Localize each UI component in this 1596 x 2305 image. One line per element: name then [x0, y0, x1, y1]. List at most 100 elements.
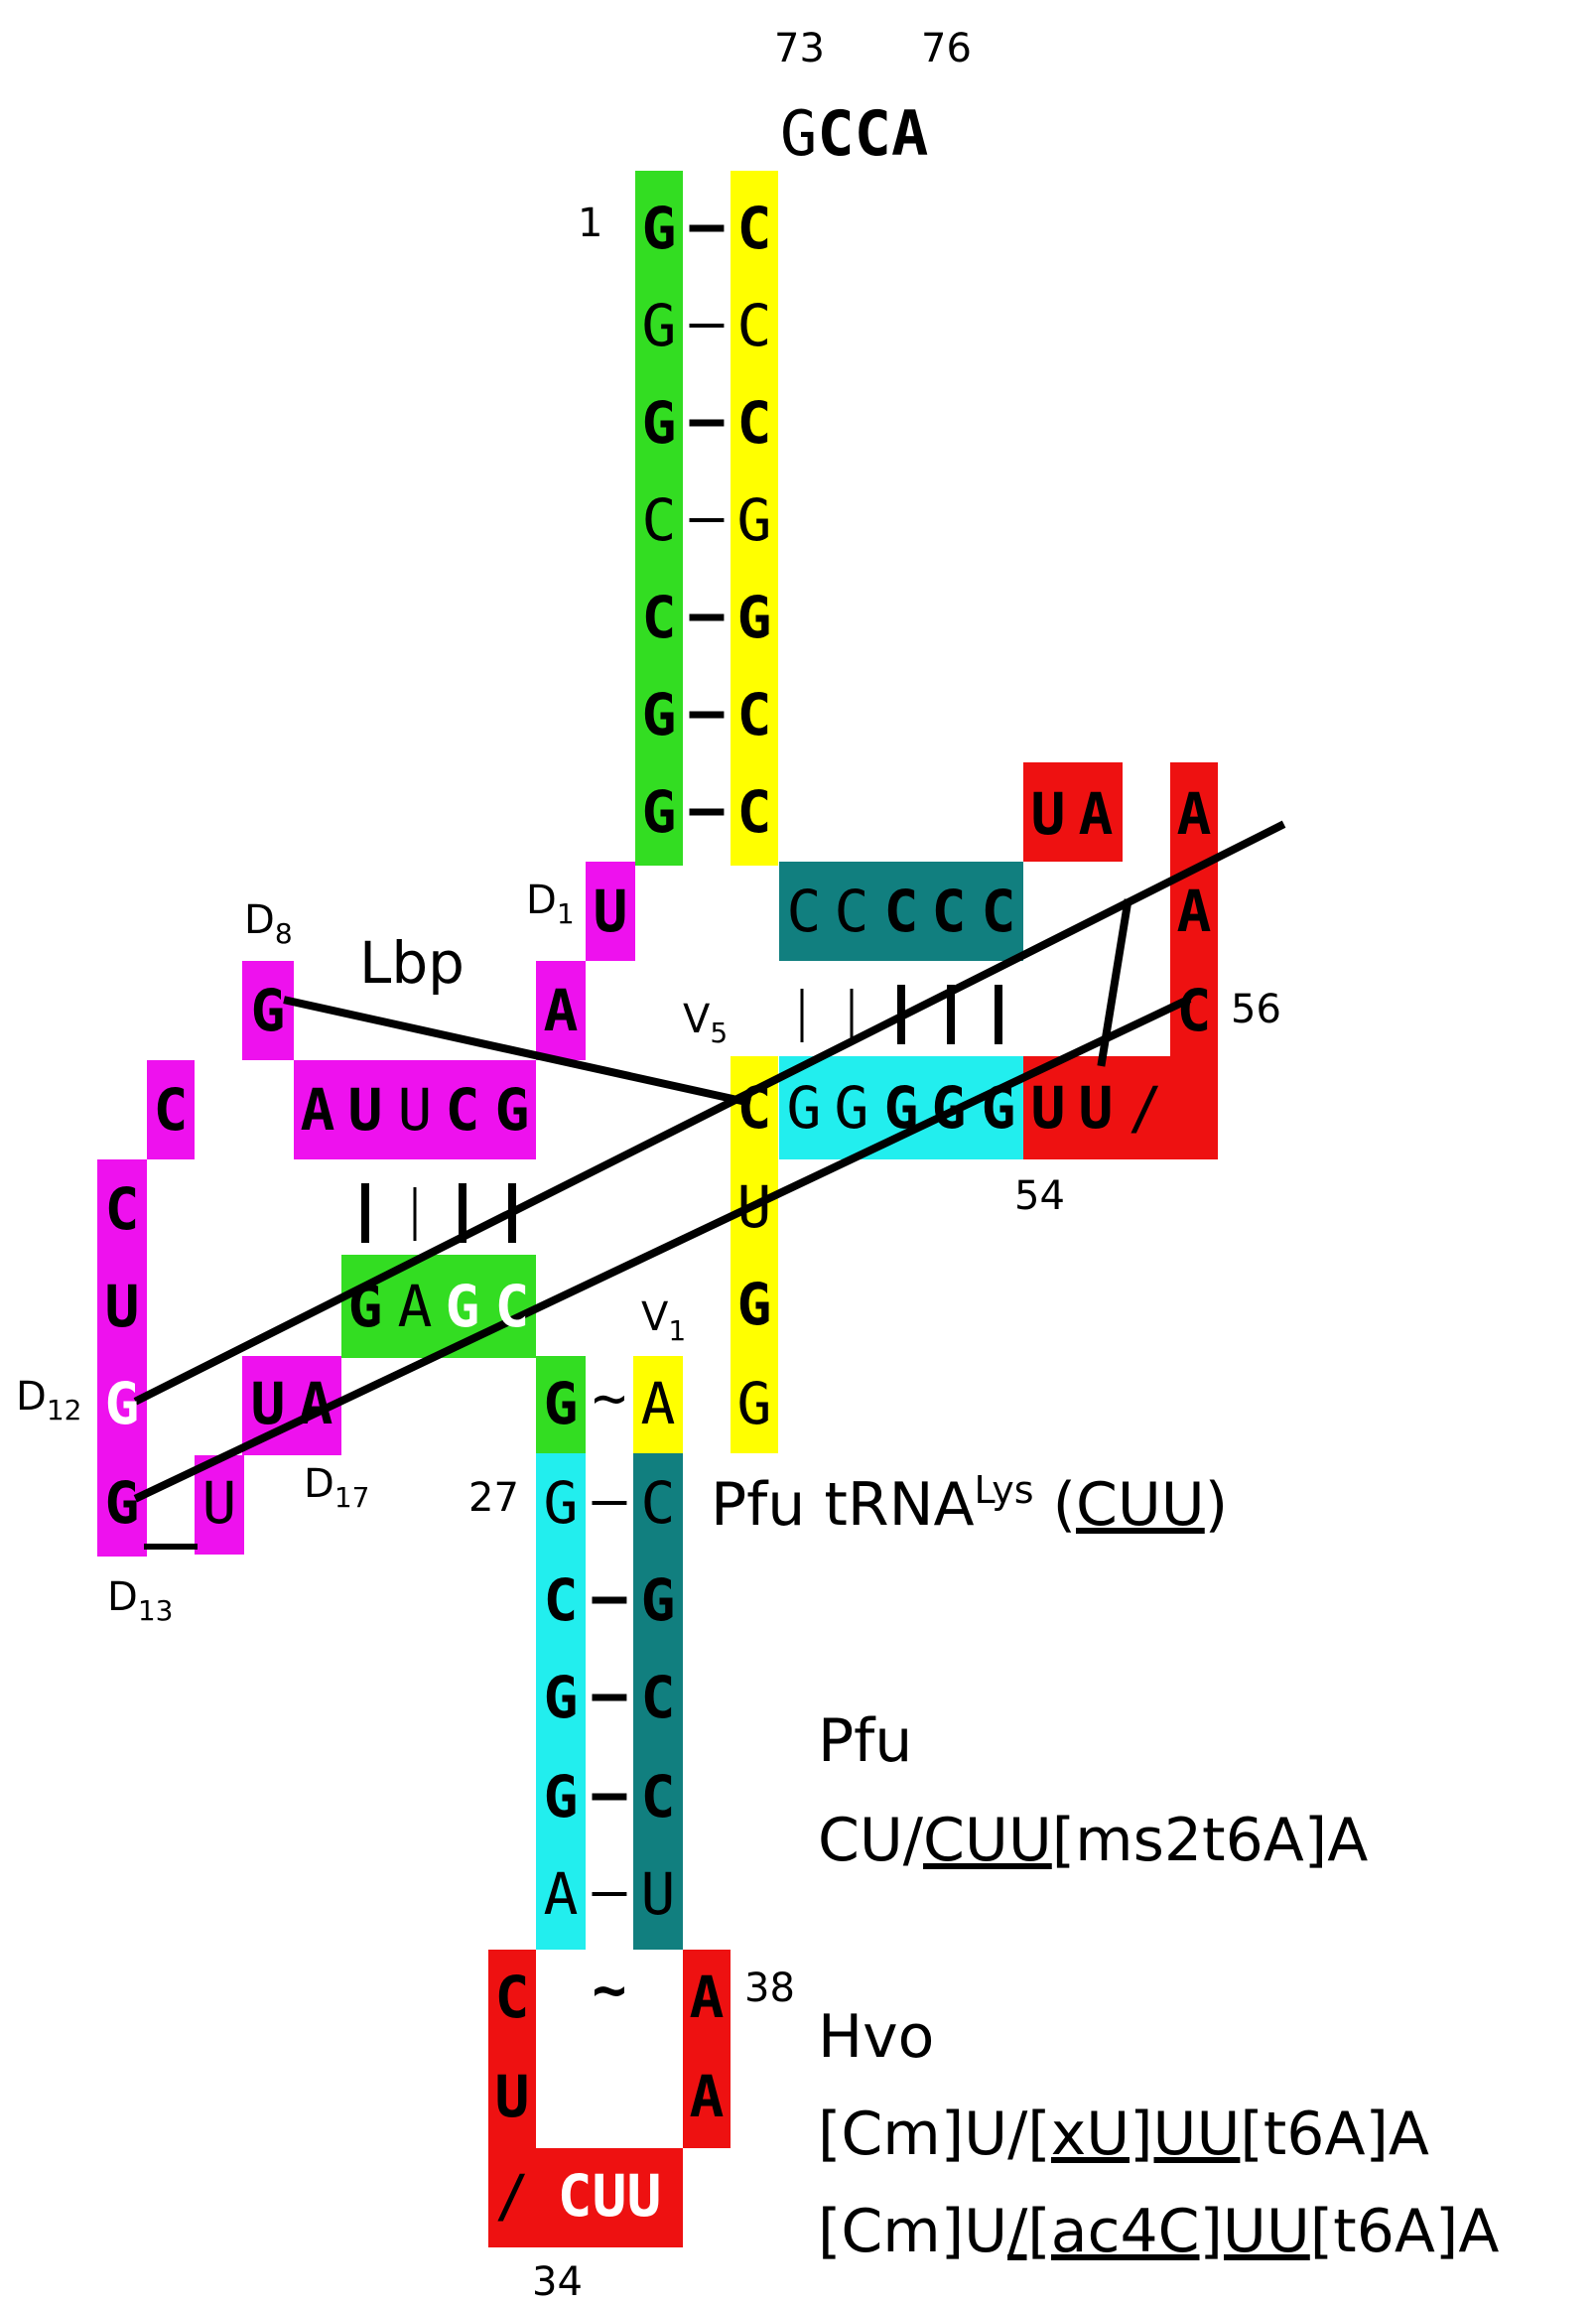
cca-tail: GCCA [780, 97, 928, 170]
t-c-4: C [932, 878, 967, 945]
acl-l-1: C [495, 1964, 530, 2031]
v5-label: V5 [683, 997, 728, 1049]
ac-dash-5: – [593, 1856, 627, 1924]
acceptor-5p-block [635, 171, 683, 866]
ac-l-4: G [544, 1763, 579, 1830]
d-loop-column-block [97, 1159, 147, 1557]
d-auucg-1: A [301, 1076, 335, 1144]
t-g-4: G [932, 1074, 967, 1142]
ac-r-2: G [641, 1566, 676, 1634]
variable-column-block [731, 1056, 778, 1453]
label-1: 1 [578, 201, 602, 246]
d12-label: D12 [16, 1374, 81, 1426]
acceptor-pair-dashes: – – – – – – – [690, 191, 725, 842]
t-right-1: A [1177, 780, 1212, 848]
t-g-5: G [982, 1074, 1016, 1142]
t-loop-ua-block [1023, 762, 1123, 862]
d-loop-c: C [105, 1175, 140, 1243]
var-4: G [737, 1370, 772, 1437]
acc-dash-2: – [690, 288, 725, 355]
trna-title: Pfu tRNALys (CUU) [711, 1468, 1228, 1540]
t-ua-2: A [1079, 780, 1114, 848]
acc-r-5: G [737, 584, 772, 651]
d-arm-nucleotides: U A G A U U C G C C U G G U U A G A G C [105, 878, 628, 1537]
d-ua-2: A [299, 1370, 333, 1437]
hvo-name: Hvo [818, 2002, 934, 2072]
ac-r-4: C [641, 1763, 676, 1830]
d-c-top: C [154, 1076, 189, 1144]
t-right-3: C [1177, 977, 1212, 1044]
t-loop-bottom-block [1023, 1056, 1218, 1159]
t-c-2: C [835, 878, 869, 945]
anticodon-loop-bottom-block [488, 2148, 683, 2247]
acc-l-2: G [642, 292, 677, 359]
ac-r-1: C [641, 1469, 676, 1537]
d-gagc-4: C [495, 1273, 530, 1340]
d-gagc-3: G [446, 1273, 480, 1340]
d8-g: G [251, 977, 286, 1044]
anticodon-5p-block [536, 1453, 586, 1950]
d-auucg-5: G [495, 1076, 530, 1144]
acc-l-1: G [642, 195, 677, 262]
d-gagc-1: G [348, 1273, 383, 1340]
acl-r-1: A [690, 1964, 725, 2031]
acc-r-6: C [737, 681, 772, 748]
ac-r-3: C [641, 1664, 676, 1731]
v1-g-block [536, 1356, 586, 1453]
acl-l-2: U [495, 2063, 530, 2130]
v1-pair: G ~ A [544, 1364, 676, 1437]
label-27: 27 [468, 1475, 519, 1521]
t-g-3: G [884, 1074, 919, 1142]
variable-column: C U G G [737, 1074, 772, 1437]
acc-l-6: G [642, 681, 677, 748]
acceptor-3p-block [731, 171, 778, 866]
acc-dash-3: – [690, 385, 725, 453]
lbp-line [283, 996, 751, 1107]
d-auucg-2: U [348, 1076, 383, 1144]
acc-l-7: G [642, 778, 677, 846]
acc-dash-5: – [690, 580, 725, 647]
connector-lines [133, 820, 1286, 1550]
label-56: 56 [1231, 987, 1281, 1032]
position-labels: 73 76 1 56 54 27 38 34 [468, 26, 1281, 2305]
ac-r-5: U [641, 1860, 676, 1928]
v1-label: V1 [641, 1294, 686, 1347]
hvo-sequence-2: [Cm]U/[ac4C]UU[t6A]A [818, 2197, 1499, 2266]
t-uu-2: U [1079, 1074, 1114, 1142]
v1-a-block [633, 1356, 683, 1453]
acceptor-stem: G G G C C G G C C C G G C C [642, 195, 772, 846]
t-ua-1: U [1031, 780, 1066, 848]
pfu-sequence: CU/CUU[ms2t6A]A [818, 1806, 1368, 1875]
acc-r-3: C [737, 389, 772, 457]
d1-u-block [586, 862, 635, 961]
label-34: 34 [532, 2259, 583, 2305]
d-gagc-block [341, 1255, 536, 1358]
acc-l-3: G [642, 389, 677, 457]
ac-dash-3: – [593, 1660, 627, 1727]
ac-l-2: C [544, 1566, 579, 1634]
anticodon-loop-right-block [683, 1950, 731, 2148]
d17-label: D17 [304, 1461, 369, 1514]
t-d-pair-bars [361, 985, 1002, 1243]
d8-g-block [242, 961, 294, 1060]
t-arm-nucleotides: U A A A C C C C C C G G G G G U U / [787, 780, 1212, 1142]
acl-slash: / [495, 2162, 530, 2230]
label-54: 54 [1014, 1173, 1065, 1219]
t-uu-1: U [1031, 1074, 1066, 1142]
lbp-label: Lbp [359, 929, 465, 997]
d-auucg-3: U [398, 1076, 433, 1144]
d-auucg-block [294, 1060, 536, 1159]
d-ua-1: U [251, 1370, 286, 1437]
hvo-sequence-1: [Cm]U/[xU]UU[t6A]A [818, 2100, 1429, 2169]
pfu-name: Pfu [818, 1706, 912, 1776]
acc-r-1: C [737, 195, 772, 262]
anticodon-loop: C U A A ~ / CUU [495, 1956, 725, 2230]
d-loop-u-small: U [202, 1469, 237, 1537]
label-73: 73 [774, 26, 825, 71]
acc-dash-6: – [690, 677, 725, 745]
v1-tilde: ~ [593, 1364, 627, 1431]
d13-label: D13 [107, 1574, 173, 1627]
acc-dash-4: – [690, 482, 725, 550]
d-c-top-block [147, 1060, 195, 1159]
